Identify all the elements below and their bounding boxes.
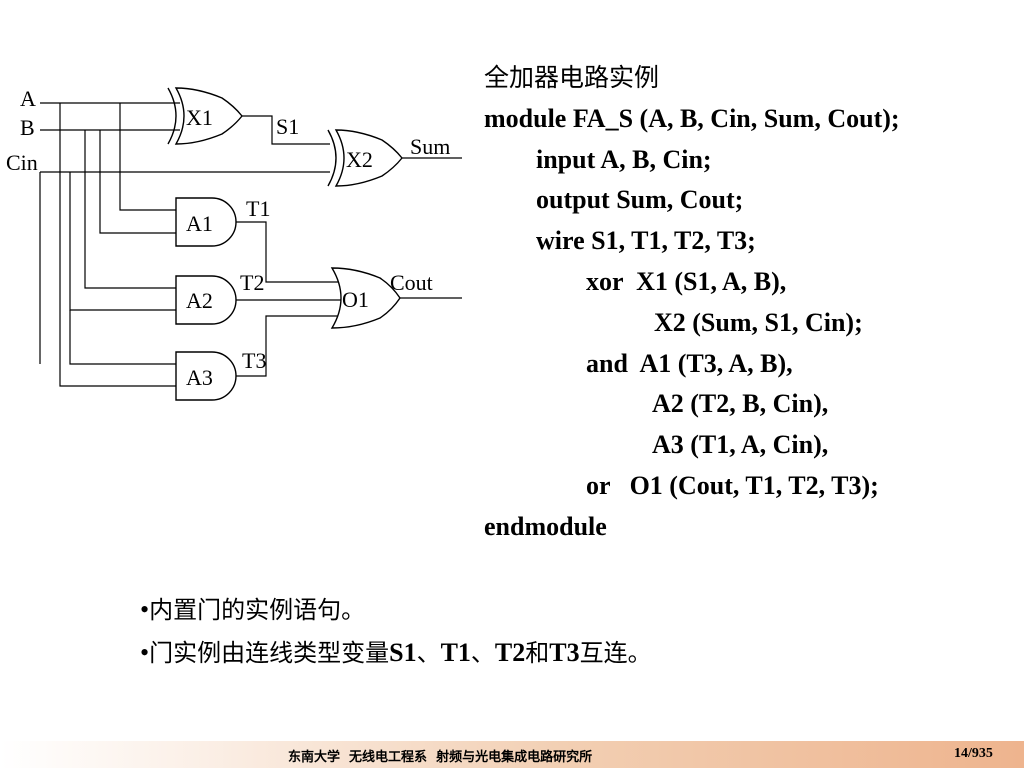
code-line-xor-x1: xor X1 (S1, A, B), <box>586 266 787 296</box>
gate-label-a1: A1 <box>186 211 213 236</box>
wire-t1 <box>236 221 340 283</box>
input-label-a: A <box>20 86 36 111</box>
note-item-2: •门实例由连线类型变量S1、T1、T2和T3互连。 <box>140 631 652 674</box>
wire-s1 <box>242 115 330 145</box>
note-separator: 、 <box>470 639 495 667</box>
page-number: 14/935 <box>954 746 993 761</box>
tap-b-a2 <box>84 130 178 289</box>
note-separator: 、 <box>416 639 441 667</box>
net-label-t3: T3 <box>242 348 266 373</box>
gate-label-x1: X1 <box>186 105 213 130</box>
code-title: 全加器电路实例 <box>484 63 660 92</box>
note-text-2a: 门实例由连线类型变量 <box>149 639 390 667</box>
note-net-s1: S1 <box>389 638 417 667</box>
xor-gate-x2: X2 <box>327 129 403 187</box>
code-line-wire: wire S1, T1, T2, T3; <box>536 226 756 256</box>
note-net-t1: T1 <box>440 638 471 667</box>
notes-list: •内置门的实例语句。 •门实例由连线类型变量S1、T1、T2和T3互连。 <box>140 588 652 674</box>
input-label-b: B <box>20 115 35 140</box>
tap-cin-a2 <box>69 172 178 311</box>
code-line-xor-x2: X2 (Sum, S1, Cin); <box>654 307 863 337</box>
or-gate-o1: O1 <box>330 267 401 329</box>
and-gate-a3: A3 <box>175 351 237 401</box>
note-text-2-end: 互连。 <box>579 639 652 667</box>
bullet-marker: • <box>140 595 150 624</box>
wire-t3 <box>236 315 340 377</box>
note-text-1: 内置门的实例语句。 <box>149 596 366 624</box>
gate-label-x2: X2 <box>346 147 373 172</box>
code-line-and-a3: A3 (T1, A, Cin), <box>652 430 829 460</box>
net-label-t2: T2 <box>240 270 264 295</box>
gate-label-a3: A3 <box>186 365 213 390</box>
verilog-code-block: 全加器电路实例 module FA_S (A, B, Cin, Sum, Cou… <box>484 58 1024 548</box>
code-line-output: output Sum, Cout; <box>536 185 744 215</box>
note-net-t2: T2 <box>494 638 526 667</box>
input-label-cin: Cin <box>6 150 38 175</box>
note-conjunction: 和 <box>525 639 550 667</box>
tap-cin-a3-in <box>69 310 178 365</box>
code-line-input: input A, B, Cin; <box>536 144 712 174</box>
bullet-marker: • <box>140 638 150 667</box>
net-label-s1: S1 <box>276 114 299 139</box>
gate-label-o1: O1 <box>342 287 369 312</box>
code-line-and-a1: and A1 (T3, A, B), <box>586 348 793 378</box>
xor-gate-x1: X1 <box>167 87 243 145</box>
net-label-sum: Sum <box>410 134 450 159</box>
full-adder-schematic: A B Cin X1 S1 X2 Sum A1 A2 A3 T1 <box>6 86 462 401</box>
code-line-and-a2: A2 (T2, B, Cin), <box>652 389 829 419</box>
note-item-1: •内置门的实例语句。 <box>140 588 652 631</box>
and-gate-a2: A2 <box>175 275 237 325</box>
tap-a-a3 <box>59 103 178 387</box>
gate-label-a2: A2 <box>186 288 213 313</box>
code-line-module: module FA_S (A, B, Cin, Sum, Cout); <box>484 103 900 133</box>
footer-institution: 东南大学 无线电工程系 射频与光电集成电路研究所 <box>288 750 593 765</box>
code-line-endmodule: endmodule <box>484 511 607 541</box>
note-net-t3: T3 <box>549 638 580 667</box>
tap-b-a1 <box>99 130 178 234</box>
net-label-cout: Cout <box>390 270 433 295</box>
net-label-t1: T1 <box>246 196 270 221</box>
code-line-or-o1: or O1 (Cout, T1, T2, T3); <box>586 470 879 500</box>
slide-footer: 东南大学 无线电工程系 射频与光电集成电路研究所 14/935 <box>0 741 1024 768</box>
and-gate-a1: A1 <box>175 197 237 247</box>
tap-a-a1 <box>119 103 178 211</box>
